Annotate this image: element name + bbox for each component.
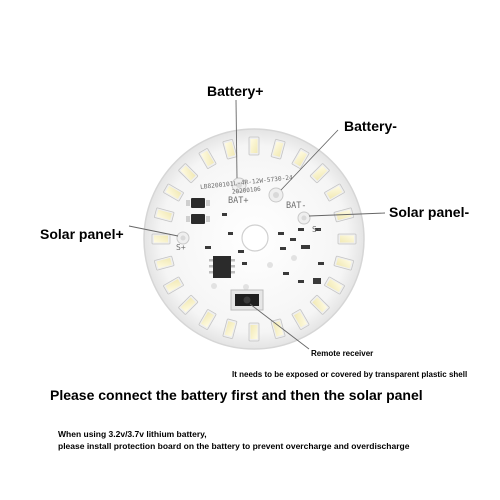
led-chip — [198, 148, 217, 169]
remote-receiver-label: Remote receiver — [311, 349, 374, 358]
led-chip — [291, 309, 310, 330]
connection-instruction: Please connect the battery first and the… — [50, 387, 423, 403]
led-chip — [337, 233, 357, 245]
led-chip — [309, 294, 330, 315]
battery-minus-label: Battery- — [344, 118, 397, 134]
remote-receiver-module — [230, 289, 264, 311]
led-chip — [163, 183, 184, 202]
pcb-bat-plus: BAT+ — [228, 196, 248, 206]
led-chip — [309, 163, 330, 184]
led-chip — [270, 139, 286, 160]
pointer-lines — [128, 99, 386, 350]
led-chip — [324, 183, 345, 202]
pcb-bat-minus: BAT- — [286, 201, 306, 211]
battery-plus-label: Battery+ — [207, 83, 264, 99]
solder-pads — [176, 177, 311, 290]
led-chip — [178, 163, 199, 184]
led-chip — [151, 233, 171, 245]
exposure-note: It needs to be exposed or covered by tra… — [232, 370, 468, 379]
diodes — [186, 198, 210, 224]
solar-panel-minus-label: Solar panel- — [389, 204, 470, 220]
smd-components — [205, 213, 324, 284]
led-chip — [163, 276, 184, 295]
led-chip — [333, 255, 354, 271]
controller-chip — [209, 256, 235, 278]
led-chip — [154, 255, 175, 271]
led-chip — [198, 309, 217, 330]
lithium-note-line2: please install protection board on the b… — [58, 441, 410, 451]
pcb-s-plus: S+ — [176, 243, 186, 252]
led-chip — [248, 322, 260, 342]
led-ring — [151, 136, 357, 342]
led-chip — [178, 294, 199, 315]
pcb-date: 20200106 — [232, 186, 262, 196]
lithium-note-line1: When using 3.2v/3.7v lithium battery, — [58, 429, 207, 439]
center-hole — [241, 224, 269, 252]
led-chip — [270, 318, 286, 339]
led-chip — [154, 207, 175, 223]
led-chip — [291, 148, 310, 169]
solar-panel-plus-label: Solar panel+ — [40, 226, 124, 242]
led-chip — [222, 318, 238, 339]
pcb-s-minus: S- — [312, 225, 322, 234]
led-chip — [222, 139, 238, 160]
led-chip — [324, 276, 345, 295]
led-chip — [248, 136, 260, 156]
